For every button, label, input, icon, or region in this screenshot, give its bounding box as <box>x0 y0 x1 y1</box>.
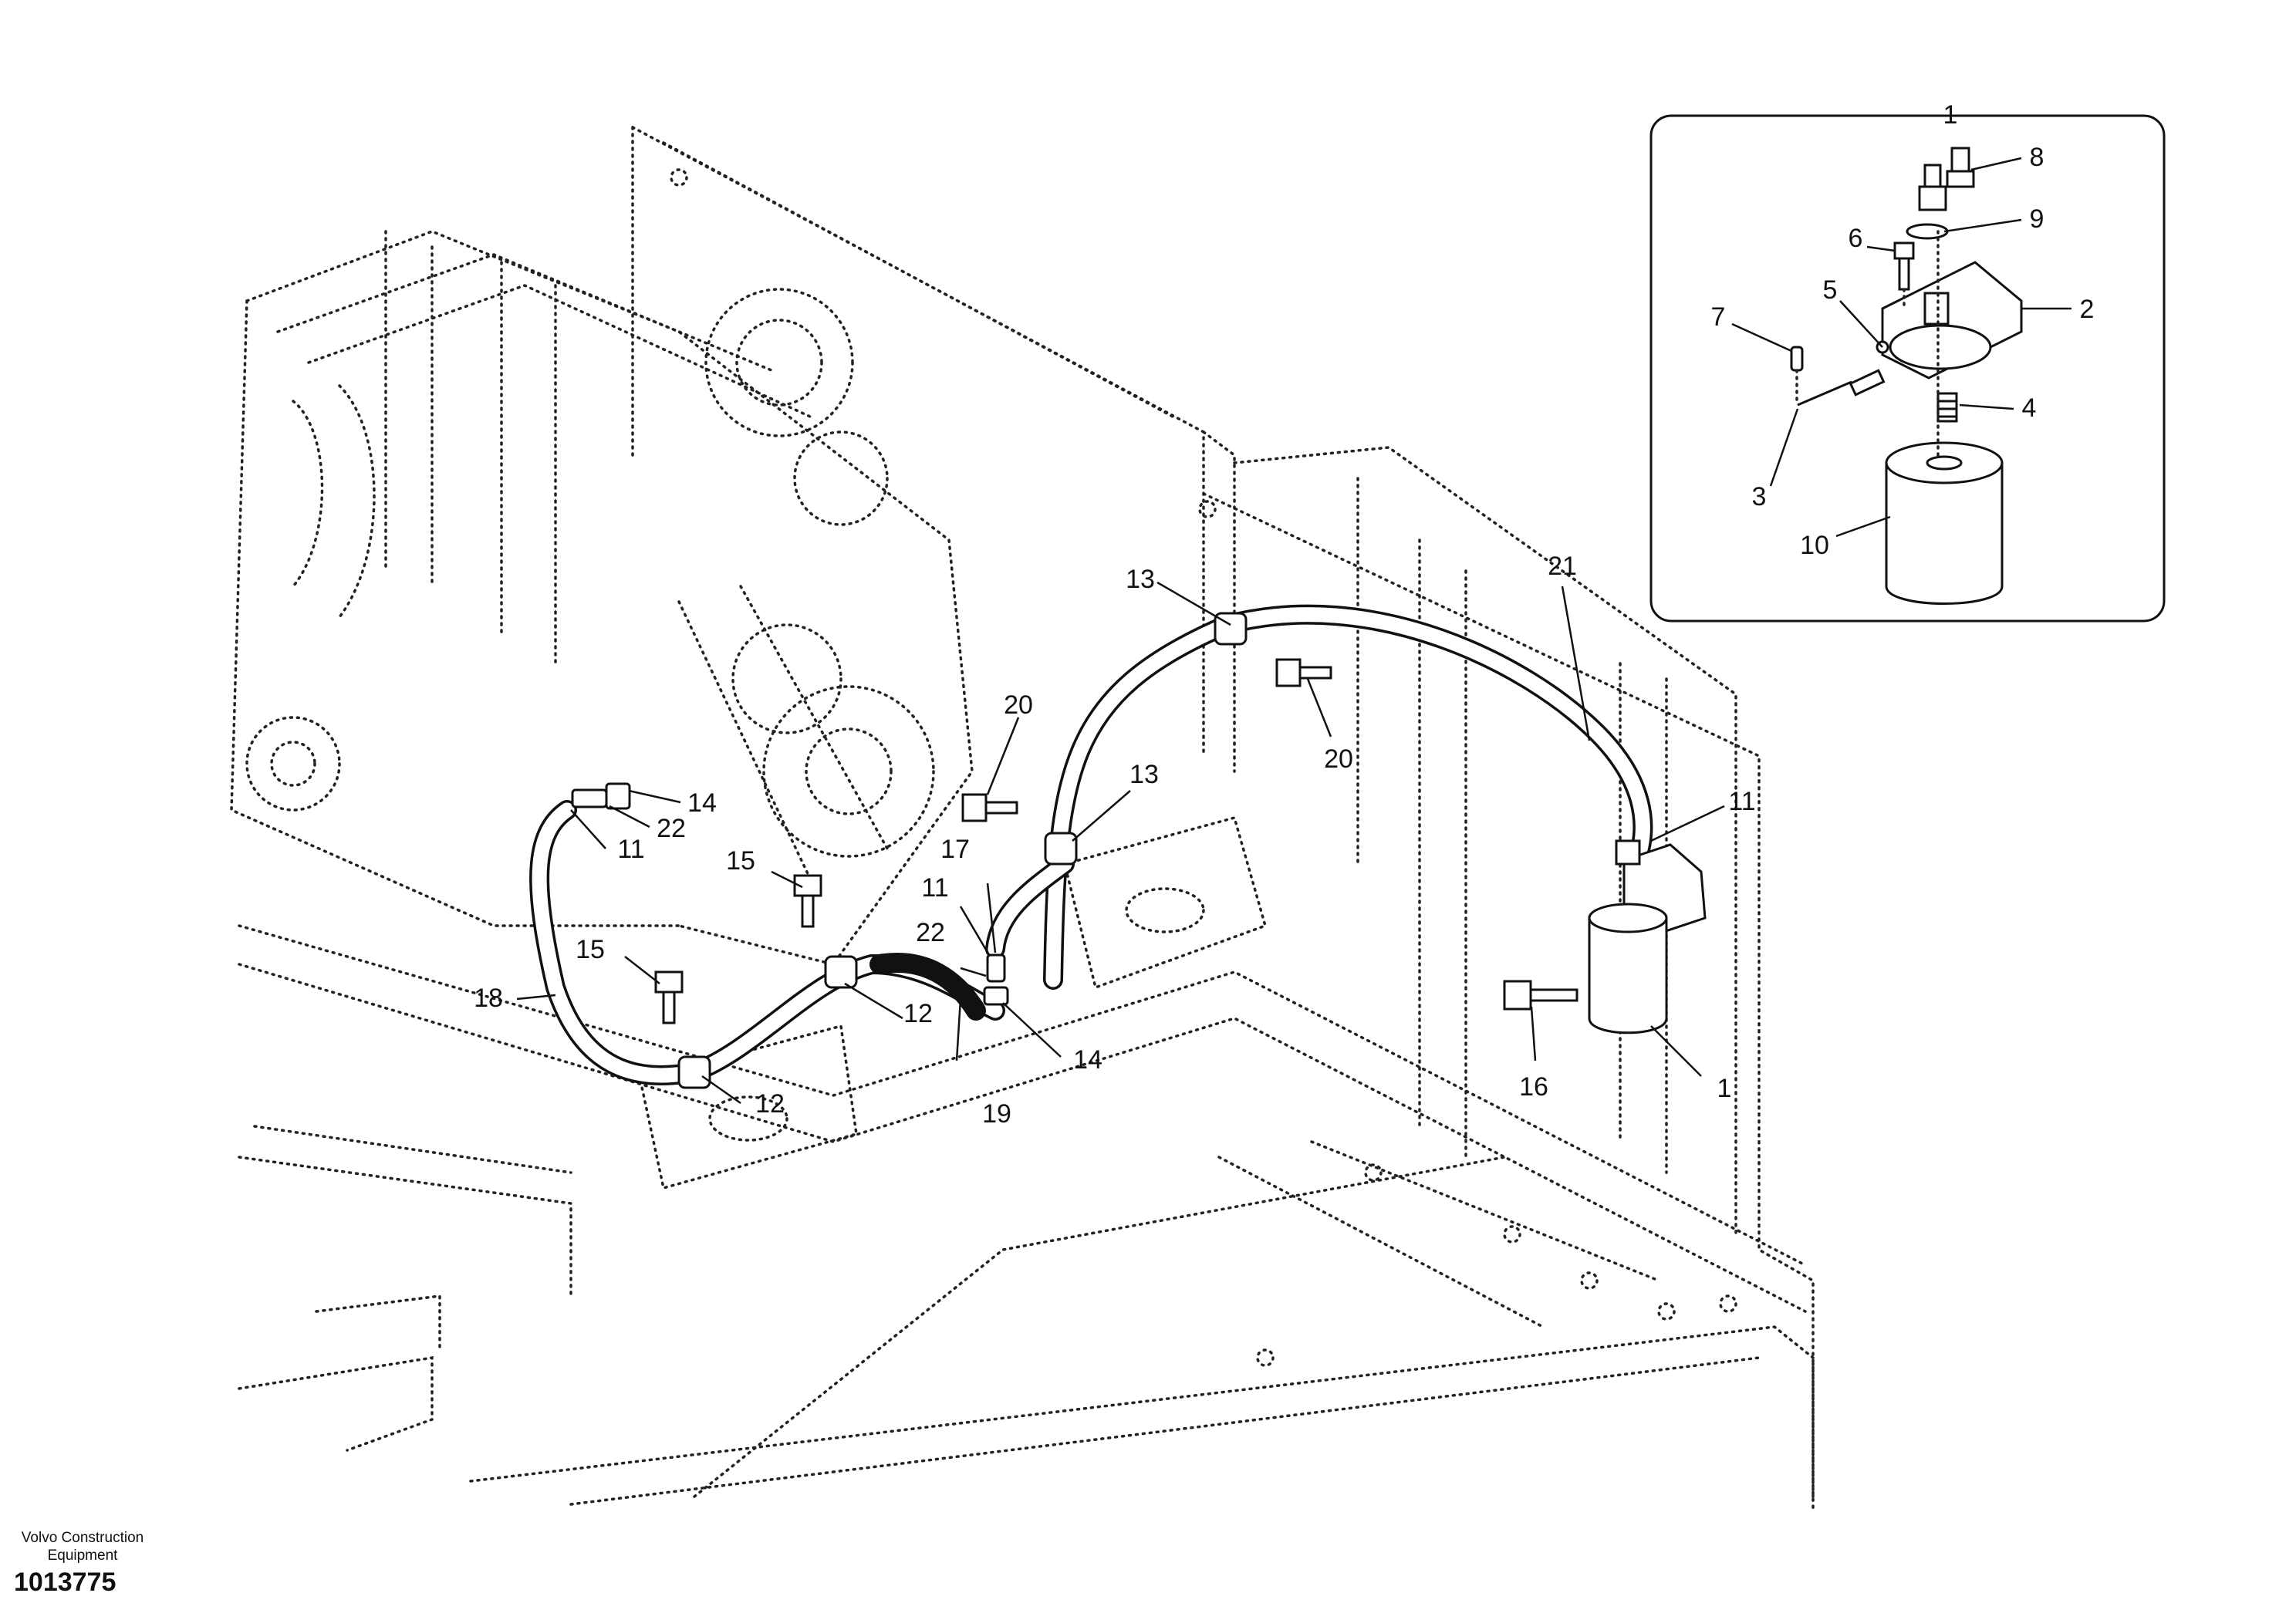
label-14-bottom: 14 <box>1073 1045 1102 1075</box>
label-19: 19 <box>982 1099 1011 1129</box>
bolt-15-bottom <box>654 970 684 1024</box>
label-inset-6: 6 <box>1849 224 1863 253</box>
label-22-left: 22 <box>657 814 686 843</box>
label-15-top: 15 <box>726 846 755 876</box>
label-18: 18 <box>474 984 503 1013</box>
label-20-left: 20 <box>1004 690 1033 720</box>
label-21: 21 <box>1548 552 1577 581</box>
label-inset-3: 3 <box>1752 482 1767 511</box>
label-17: 17 <box>940 835 970 864</box>
part-labels: 1 8 9 6 2 5 7 4 3 10 13 21 20 20 13 11 1… <box>474 100 2094 1129</box>
footer: Volvo Construction Equipment 1013775 <box>9 1529 156 1598</box>
brand-line-1: Volvo Construction <box>21 1530 144 1546</box>
label-20-right: 20 <box>1324 744 1353 774</box>
label-12-left: 12 <box>755 1089 785 1119</box>
document-number: 1013775 <box>14 1568 116 1597</box>
label-11-mid: 11 <box>921 873 948 903</box>
inset-exploded-view <box>1649 114 2166 623</box>
label-inset-8: 8 <box>2030 143 2044 172</box>
label-11-right: 11 <box>1728 787 1755 816</box>
fuel-hoses <box>529 604 1653 1089</box>
label-inset-4: 4 <box>2022 393 2037 423</box>
brand-line-2: Equipment <box>47 1547 118 1564</box>
leader-lines <box>516 114 2071 1105</box>
label-11-left: 11 <box>617 835 644 864</box>
label-inset-9: 9 <box>2030 204 2044 234</box>
label-14-top: 14 <box>687 788 717 818</box>
bolt-16 <box>1503 980 1578 1011</box>
main-fuel-filter <box>1588 839 1707 1034</box>
label-inset-7: 7 <box>1711 302 1726 332</box>
label-16: 16 <box>1519 1072 1548 1102</box>
label-22-mid: 22 <box>916 918 945 947</box>
label-13-top: 13 <box>1126 565 1155 594</box>
label-13-mid: 13 <box>1129 760 1159 789</box>
label-inset-5: 5 <box>1823 275 1838 305</box>
label-inset-10: 10 <box>1800 531 1829 560</box>
label-12-right: 12 <box>903 999 933 1028</box>
bolt-15-top <box>793 874 822 928</box>
bolt-20-left <box>961 793 1018 822</box>
label-1-main: 1 <box>1717 1074 1732 1103</box>
background-structure <box>230 126 1815 1514</box>
brand-name: Volvo Construction Equipment <box>9 1529 156 1564</box>
label-inset-1: 1 <box>1943 100 1958 130</box>
label-inset-2: 2 <box>2080 295 2095 324</box>
bolt-20-right <box>1275 658 1332 687</box>
label-15-bottom: 15 <box>576 935 605 964</box>
